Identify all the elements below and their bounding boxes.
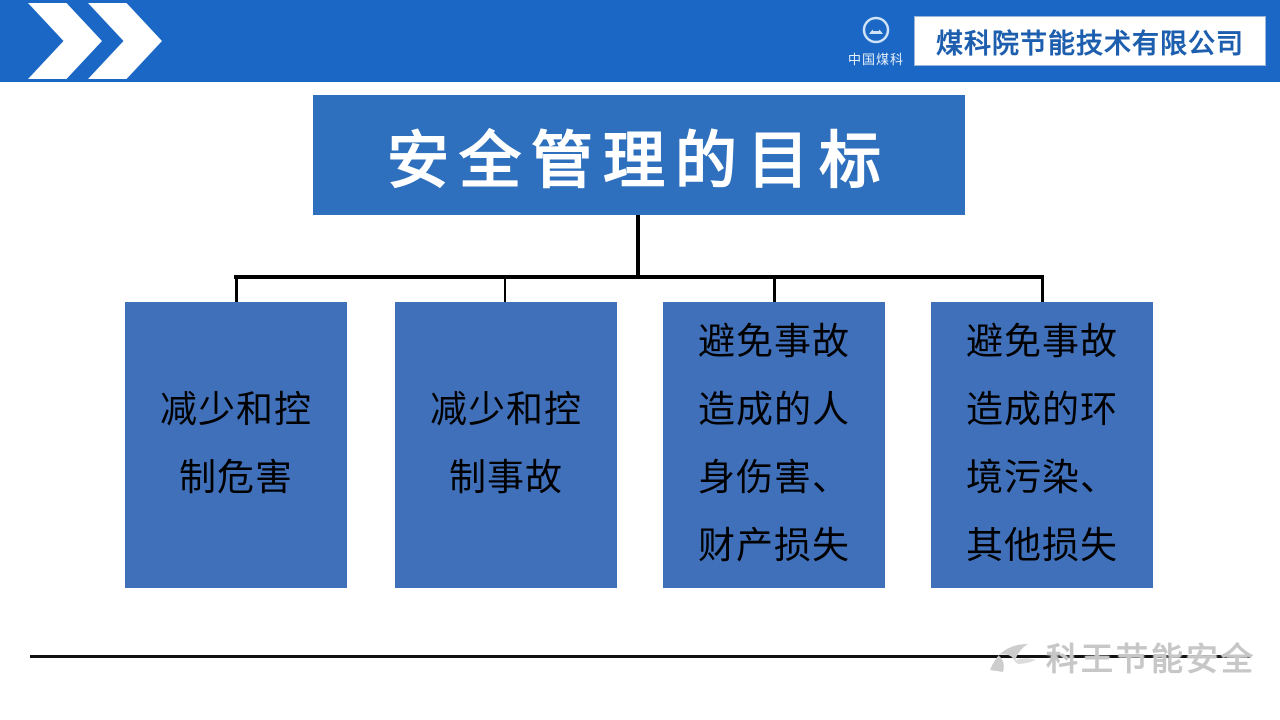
slide-title: 安全管理的目标 xyxy=(386,128,891,196)
slide-title-box: 安全管理的目标 xyxy=(313,95,965,215)
brand-group: 中国煤科 煤科院节能技术有限公司 xyxy=(848,0,1266,82)
company-logo-icon xyxy=(862,16,890,43)
connector-trunk xyxy=(636,215,640,277)
connector-horizontal xyxy=(234,275,1044,279)
logo-label: 中国煤科 xyxy=(847,51,904,67)
company-logo: 中国煤科 xyxy=(848,15,904,68)
connector-stub-4 xyxy=(1041,277,1044,303)
goal-box-text: 减少和控 制危害 xyxy=(160,390,312,499)
goal-box-text: 避免事故 造成的人 身伤害、 财产损失 xyxy=(698,322,850,567)
goal-box-avoid-injury-loss: 避免事故 造成的人 身伤害、 财产损失 xyxy=(663,302,885,588)
company-name-box: 煤科院节能技术有限公司 xyxy=(914,16,1266,66)
watermark: 科王节能安全 xyxy=(984,634,1256,680)
chevron-right-icon xyxy=(28,3,102,79)
header-band: 中国煤科 煤科院节能技术有限公司 xyxy=(0,0,1280,82)
connector-stub-1 xyxy=(235,277,238,303)
connector-stub-2 xyxy=(504,277,506,303)
goal-box-avoid-pollution-loss: 避免事故 造成的环 境污染、 其他损失 xyxy=(931,302,1153,588)
goal-box-reduce-accidents: 减少和控 制事故 xyxy=(395,302,617,588)
footer-divider xyxy=(30,655,1250,658)
chevron-decoration xyxy=(28,3,162,79)
connector-stub-3 xyxy=(773,277,776,303)
goal-box-reduce-hazards: 减少和控 制危害 xyxy=(125,302,347,588)
watermark-text: 科王节能安全 xyxy=(1045,641,1256,677)
goal-box-text: 避免事故 造成的环 境污染、 其他损失 xyxy=(966,322,1118,567)
goal-box-text: 减少和控 制事故 xyxy=(430,390,582,499)
company-name: 煤科院节能技术有限公司 xyxy=(936,28,1244,59)
dove-icon xyxy=(989,644,1036,672)
